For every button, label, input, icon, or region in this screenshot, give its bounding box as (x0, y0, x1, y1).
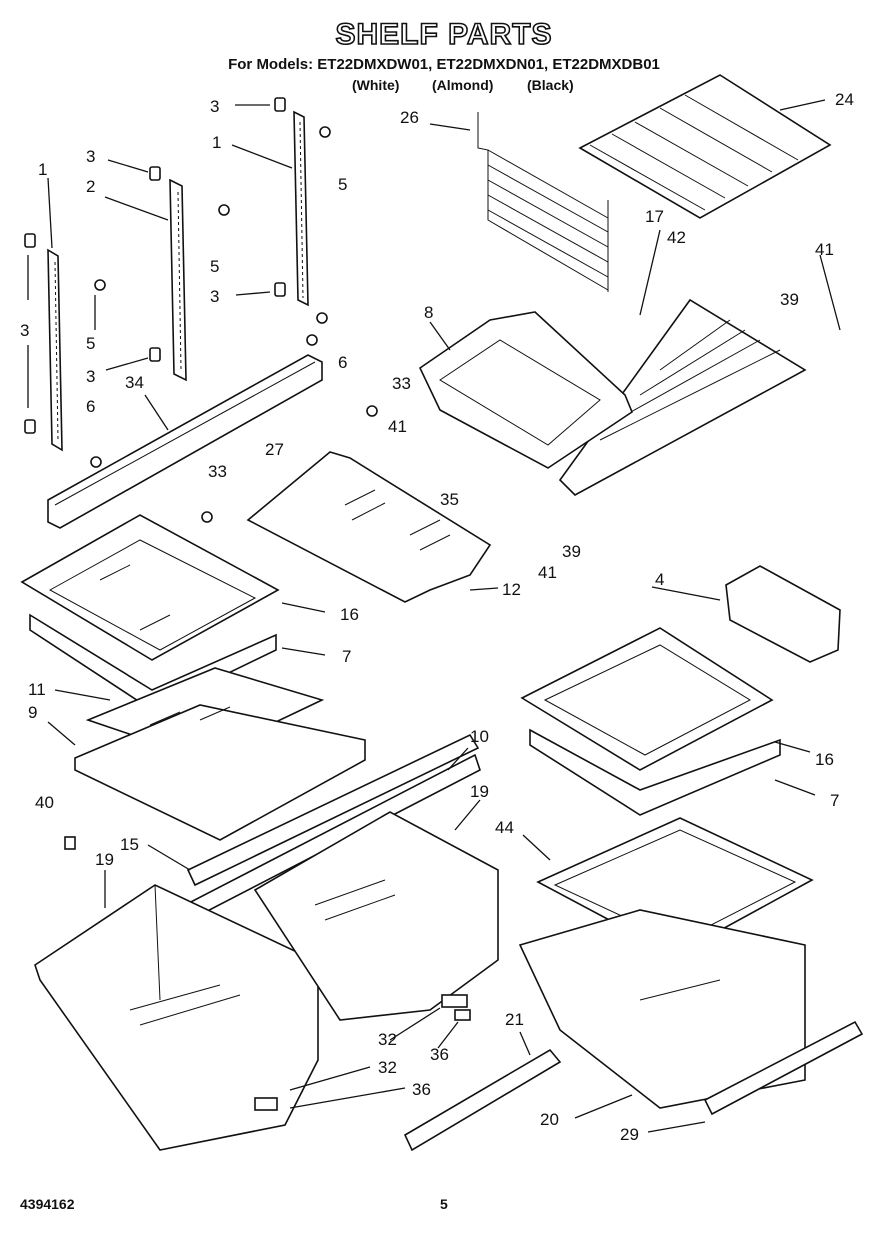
callout-35: 35 (440, 490, 459, 509)
callout-39: 39 (562, 542, 581, 561)
wire-shelf-upper (578, 74, 832, 219)
callout-7: 7 (830, 791, 839, 810)
callout-26: 26 (400, 108, 419, 127)
callout-34: 34 (125, 373, 144, 392)
callout-42: 42 (667, 228, 686, 247)
callout-20: 20 (540, 1110, 559, 1129)
crisper-cover-rail (184, 733, 481, 922)
callout-1: 1 (212, 133, 221, 152)
callout-12: 12 (502, 580, 521, 599)
trim-rail (47, 354, 323, 529)
trim-strips (403, 1020, 864, 1152)
callout-32: 32 (378, 1058, 397, 1077)
glass-shelf-left (20, 514, 280, 711)
clips (64, 836, 471, 1111)
page-number: 5 (440, 1196, 448, 1212)
callout-3: 3 (20, 321, 29, 340)
callout-32: 32 (378, 1030, 397, 1049)
callout-7: 7 (342, 647, 351, 666)
callout-33: 33 (392, 374, 411, 393)
callout-41: 41 (538, 563, 557, 582)
diagram-title: SHELF PARTS (335, 17, 553, 52)
wire-shelf-lower (558, 298, 807, 496)
callout-3: 3 (86, 367, 95, 386)
callout-5: 5 (210, 257, 219, 276)
variant-almond: (Almond) (432, 77, 494, 93)
callout-36: 36 (430, 1045, 449, 1064)
callout-2: 2 (86, 177, 95, 196)
callout-27: 27 (265, 440, 284, 459)
callout-5: 5 (338, 175, 347, 194)
callout-29: 29 (620, 1125, 639, 1144)
callout-6: 6 (338, 353, 347, 372)
storage-bin (418, 311, 633, 469)
wire-divider (477, 112, 609, 292)
variant-white: (White) (352, 77, 400, 93)
crisper-drawer-center (253, 811, 499, 1021)
callout-5: 5 (86, 334, 95, 353)
callout-21: 21 (505, 1010, 524, 1029)
callout-3: 3 (86, 147, 95, 166)
callout-6: 6 (86, 397, 95, 416)
callout-33: 33 (208, 462, 227, 481)
shelf-ladder-right (274, 97, 309, 307)
part-number: 4394162 (20, 1196, 75, 1212)
callout-41: 41 (815, 240, 834, 259)
crisper-drawer-left (34, 884, 319, 1151)
callout-19: 19 (95, 850, 114, 869)
callout-16: 16 (340, 605, 359, 624)
callout-16: 16 (815, 750, 834, 769)
callout-44: 44 (495, 818, 514, 837)
glass-shelf-right (520, 627, 781, 816)
screw-icons (90, 126, 378, 523)
variant-black: (Black) (527, 77, 574, 93)
shelf-ladder-center (149, 166, 187, 382)
callout-3: 3 (210, 97, 219, 116)
small-bin (725, 565, 841, 663)
callout-15: 15 (120, 835, 139, 854)
glass-shelf-center (246, 451, 492, 603)
glass-shelf-lower-left (74, 667, 366, 841)
crisper-drawer-right (518, 909, 806, 1109)
callout-39: 39 (780, 290, 799, 309)
callout-labels: 3 1 5 1 3 2 5 3 3 5 6 3 34 6 33 41 27 33… (20, 90, 854, 1144)
callout-10: 10 (470, 727, 489, 746)
callout-8: 8 (424, 303, 433, 322)
callout-19: 19 (470, 782, 489, 801)
callout-40: 40 (35, 793, 54, 812)
leader-lines (27, 99, 841, 1133)
callout-1: 1 (38, 160, 47, 179)
callout-11: 11 (28, 680, 46, 699)
callout-41: 41 (388, 417, 407, 436)
callout-9: 9 (28, 703, 37, 722)
model-list: For Models: ET22DMXDW01, ET22DMXDN01, ET… (228, 56, 660, 73)
shelf-ladder-left (24, 233, 63, 452)
callout-3: 3 (210, 287, 219, 306)
callout-24: 24 (835, 90, 854, 109)
callout-4: 4 (655, 570, 664, 589)
callout-17: 17 (645, 207, 664, 226)
callout-36: 36 (412, 1080, 431, 1099)
